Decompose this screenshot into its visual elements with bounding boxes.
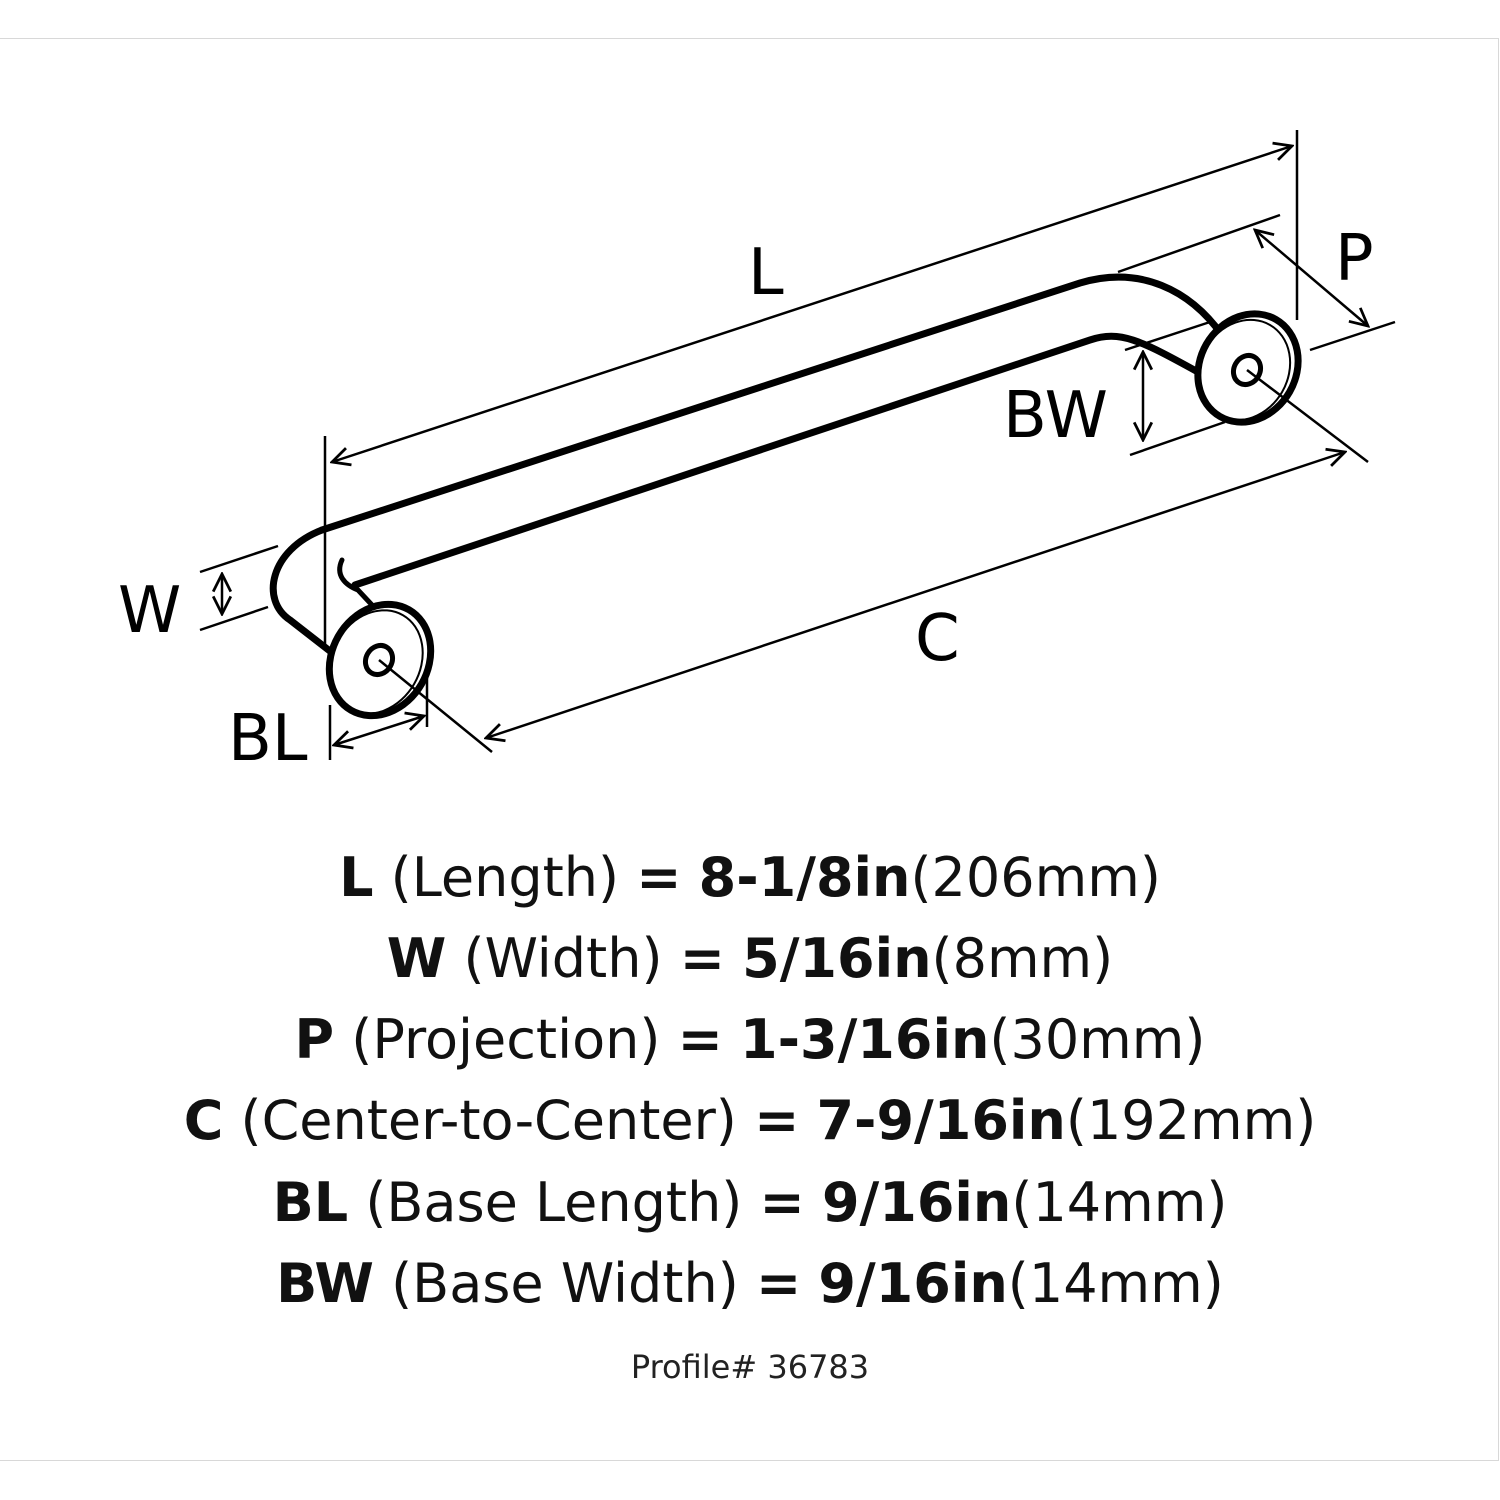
- handle-bottom-edge: [351, 332, 1202, 589]
- c-dimension-arrow: [486, 452, 1345, 738]
- profile-number: Profile# 36783: [630, 1348, 870, 1386]
- spec-key: BW: [276, 1252, 374, 1315]
- label-bl: BL: [228, 702, 308, 776]
- spec-eq: =: [755, 1252, 802, 1315]
- spec-eq: =: [759, 1171, 805, 1234]
- spec-eq: =: [679, 927, 725, 990]
- label-c: C: [915, 602, 960, 676]
- spec-key: L: [339, 846, 374, 909]
- handle-left-bend: [269, 526, 339, 659]
- spec-imperial: 9/16in: [818, 1252, 1008, 1315]
- p-dimension-arrow: [1255, 230, 1368, 326]
- label-p: P: [1335, 222, 1374, 296]
- spec-imperial: 1-3/16in: [740, 1008, 990, 1071]
- spec-eq: =: [677, 1008, 723, 1071]
- spec-center-to-center: C (Center-to-Center) = 7-9/16in(192mm): [0, 1091, 1500, 1151]
- label-bw: BW: [1003, 379, 1108, 453]
- spec-width: W (Width) = 5/16in(8mm): [0, 929, 1500, 989]
- spec-name: (Width): [463, 927, 663, 990]
- spec-metric: (192mm): [1065, 1089, 1317, 1152]
- handle-drawing: [269, 273, 1302, 720]
- spec-name: (Base Length): [365, 1171, 743, 1234]
- spec-key: C: [183, 1089, 224, 1152]
- spec-name: (Center-to-Center): [240, 1089, 737, 1152]
- spec-imperial: 8-1/8in: [698, 846, 911, 909]
- spec-eq: =: [754, 1089, 800, 1152]
- spec-base-width: BW (Base Width) = 9/16in(14mm): [0, 1254, 1500, 1314]
- spec-metric: (8mm): [931, 927, 1114, 990]
- spec-imperial: 7-9/16in: [816, 1089, 1066, 1152]
- spec-key: W: [386, 927, 447, 990]
- spec-metric: (206mm): [910, 846, 1161, 909]
- spec-imperial: 5/16in: [742, 927, 932, 990]
- spec-metric: (14mm): [1011, 1171, 1228, 1234]
- bl-dimension-arrow: [334, 716, 424, 745]
- handle-dimension-diagram: L P BW W C BL: [118, 130, 1396, 776]
- spec-key: P: [294, 1008, 335, 1071]
- spec-metric: (14mm): [1007, 1252, 1224, 1315]
- handle-left-hook: [337, 557, 375, 608]
- spec-base-length: BL (Base Length) = 9/16in(14mm): [0, 1173, 1500, 1233]
- spec-imperial: 9/16in: [821, 1171, 1012, 1234]
- spec-name: (Length): [390, 846, 620, 909]
- spec-name: (Projection): [351, 1008, 661, 1071]
- spec-metric: (30mm): [989, 1008, 1206, 1071]
- label-l: L: [748, 236, 784, 310]
- label-w: W: [118, 574, 181, 648]
- spec-key: BL: [272, 1171, 349, 1234]
- spec-length: L (Length) = 8-1/8in(206mm): [0, 848, 1500, 908]
- spec-eq: =: [636, 846, 682, 909]
- l-dimension-arrow: [332, 146, 1292, 462]
- dimension-lines: [199, 130, 1396, 760]
- frame: [0, 38, 1499, 1461]
- spec-name: (Base Width): [391, 1252, 739, 1315]
- spec-projection: P (Projection) = 1-3/16in(30mm): [0, 1010, 1500, 1070]
